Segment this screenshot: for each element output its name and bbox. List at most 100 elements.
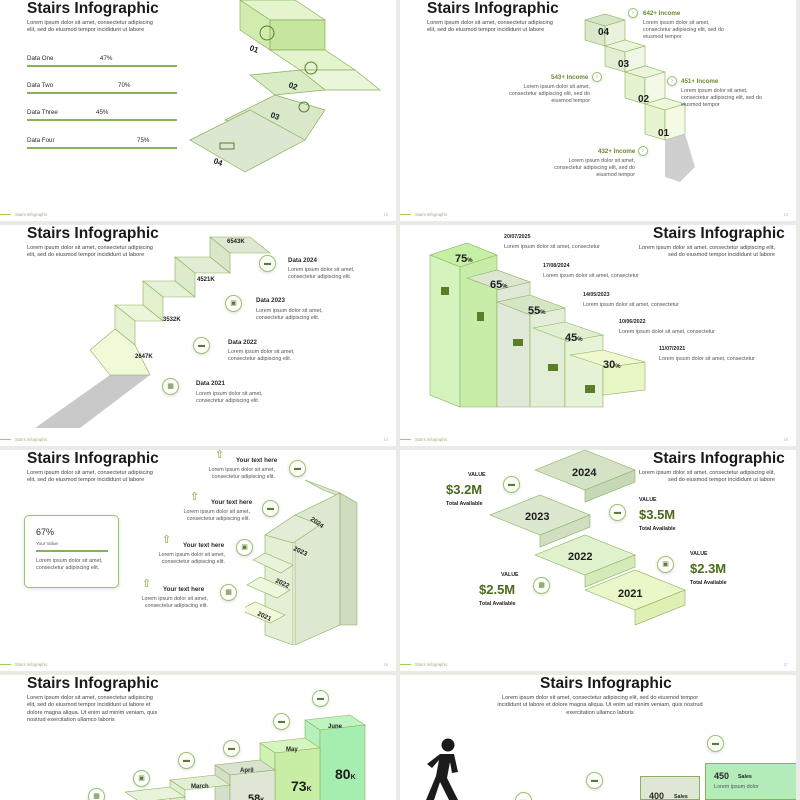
income-title: 432+ Income (598, 148, 636, 155)
year-label: 2022 (568, 551, 592, 563)
folder-icon: ▬ (289, 460, 306, 477)
chart-icon (219, 142, 235, 150)
income-text: Lorem ipsum dolor sit amet, consectetur … (509, 84, 590, 105)
briefcase-icon: ▬ (273, 713, 290, 730)
value-amount: $3.2M (446, 482, 483, 497)
stairs-graphic: 6543K 4521K 3532K 2647K (35, 236, 271, 428)
sales-value: 400 (649, 791, 665, 800)
row-pct: 70% (118, 82, 131, 89)
calendar-icon: ▦ (533, 577, 550, 594)
footer: Stairs Infographic (400, 437, 448, 442)
slide-2: Stairs Infographic Lorem ipsum dolor sit… (400, 0, 796, 221)
step-label: 04 (212, 156, 224, 168)
value-label: 80K (335, 766, 356, 782)
row-label: Data One (27, 55, 54, 62)
clock-icon (259, 25, 275, 41)
item-title: Your text here (163, 586, 205, 593)
briefcase-icon (585, 385, 595, 393)
slide-6: Stairs Infographic Lorem ipsum dolor sit… (400, 450, 796, 671)
percent-label: 30% (603, 359, 621, 371)
income-text: Lorem ipsum dolor sit amet, consectetur … (643, 20, 724, 41)
calendar-icon (441, 287, 449, 295)
date-text: Lorem ipsum dolor sit amet, consectetur (619, 329, 715, 335)
date-label: 17/08/2024 (543, 263, 570, 269)
progress-bar (36, 550, 108, 553)
year-text: Lorem ipsum dolor sit amet, consectetur … (256, 308, 323, 322)
stairs-graphic: 01 02 03 04 (189, 0, 381, 173)
percent-label: 75% (455, 253, 473, 265)
stairs-graphic: 75% 65% 55% 45% 30% (429, 242, 646, 408)
walking-person-icon (426, 738, 458, 800)
value-amount: $3.5M (639, 507, 676, 522)
sales-step-450: 450 Sales Lorem ipsum dolor (705, 763, 796, 800)
row-label: Data Two (27, 82, 54, 89)
footer: Stairs Infographic (0, 212, 48, 217)
month-label: April (240, 768, 254, 774)
slide-subtitle: Lorem ipsum dolor sit amet, consectetur … (27, 470, 153, 484)
item-text: Lorem ipsum dolor sit amet, consectetur … (208, 467, 275, 481)
sales-value: 450 (714, 771, 730, 781)
folder-icon: ▬ (515, 792, 532, 800)
footer: Stairs Infographic (400, 662, 448, 667)
footer: Stairs Infographic (0, 662, 48, 667)
row-pct: 47% (100, 55, 113, 62)
progress-bar (27, 65, 177, 68)
row-pct: 75% (137, 137, 150, 144)
gear-icon (298, 101, 310, 113)
row-pct: 45% (96, 109, 109, 116)
slide-subtitle: Lorem ipsum dolor sit amet, consectetur … (638, 470, 775, 484)
slide-title: Stairs Infographic (27, 225, 159, 242)
slide-subtitle: Lorem ipsum dolor sit amet, consectetur … (497, 695, 703, 716)
item-text: Lorem ipsum dolor sit amet, consectetur … (158, 552, 225, 566)
page-number: 16 (383, 662, 388, 667)
year-text: Lorem ipsum dolor sit amet, consectetur … (228, 349, 295, 363)
value-amount: $2.3M (690, 561, 727, 576)
wallet-icon: ▬ (609, 504, 626, 521)
income-title: 543+ Income (551, 74, 589, 81)
step-label: 01 (248, 43, 260, 55)
slide-title: Stairs Infographic (27, 0, 159, 17)
step-label: 6543K (227, 239, 245, 245)
slide-5: Stairs Infographic Lorem ipsum dolor sit… (0, 450, 396, 671)
sales-text: Lorem ipsum dolor (714, 784, 759, 790)
folder-icon: ▬ (503, 476, 520, 493)
value-caption: Total Available (446, 501, 483, 507)
page-number: 12 (383, 212, 388, 217)
wallet-icon (513, 339, 523, 346)
briefcase-icon: ▬ (312, 690, 329, 707)
arrow-up-icon: ⇧ (142, 578, 152, 590)
item-text: Lorem ipsum dolor sit amet, consectetur … (141, 596, 208, 610)
slide-7: Stairs Infographic Lorem ipsum dolor sit… (0, 675, 396, 800)
year-title: Data 2023 (256, 297, 285, 304)
value-label: 58K (248, 793, 265, 800)
month-label: May (286, 747, 298, 753)
stairs-graphic: 2024 2023 2022 2021 (490, 450, 686, 626)
slide-title: Stairs Infographic (540, 675, 672, 692)
sales-label: Sales (674, 794, 688, 800)
dollar-icon: › (628, 8, 638, 18)
footer: Stairs Infographic (400, 212, 448, 217)
value-label: VALUE (690, 551, 708, 557)
percent-label: 55% (528, 305, 546, 317)
briefcase-icon: ▬ (707, 735, 724, 752)
date-text: Lorem ipsum dolor sit amet, consectetur (543, 273, 639, 279)
month-label: June (328, 724, 343, 730)
income-title: 642+ Income (643, 10, 681, 17)
value-label: 73K (291, 778, 312, 794)
step-label: 3532K (163, 317, 181, 323)
income-title: 451+ Income (681, 78, 719, 85)
folder-icon: ▬ (223, 740, 240, 757)
date-label: 20/07/2025 (504, 234, 531, 240)
page-number: 17 (783, 662, 788, 667)
step-label: 4521K (197, 277, 215, 283)
chat-icon (304, 61, 318, 75)
slide-4: Stairs Infographic Lorem ipsum dolor sit… (400, 225, 796, 446)
slide-subtitle: Lorem ipsum dolor sit amet, consectetur … (638, 245, 775, 259)
value-label: VALUE (639, 497, 657, 503)
slide-title: Stairs Infographic (27, 675, 159, 692)
date-label: 11/07/2021 (659, 346, 686, 352)
year-title: Data 2024 (288, 257, 317, 264)
slide-8: Stairs Infographic Lorem ipsum dolor sit… (400, 675, 796, 800)
step-label: 02 (287, 80, 299, 92)
item-text: Lorem ipsum dolor sit amet, consectetur … (183, 509, 250, 523)
